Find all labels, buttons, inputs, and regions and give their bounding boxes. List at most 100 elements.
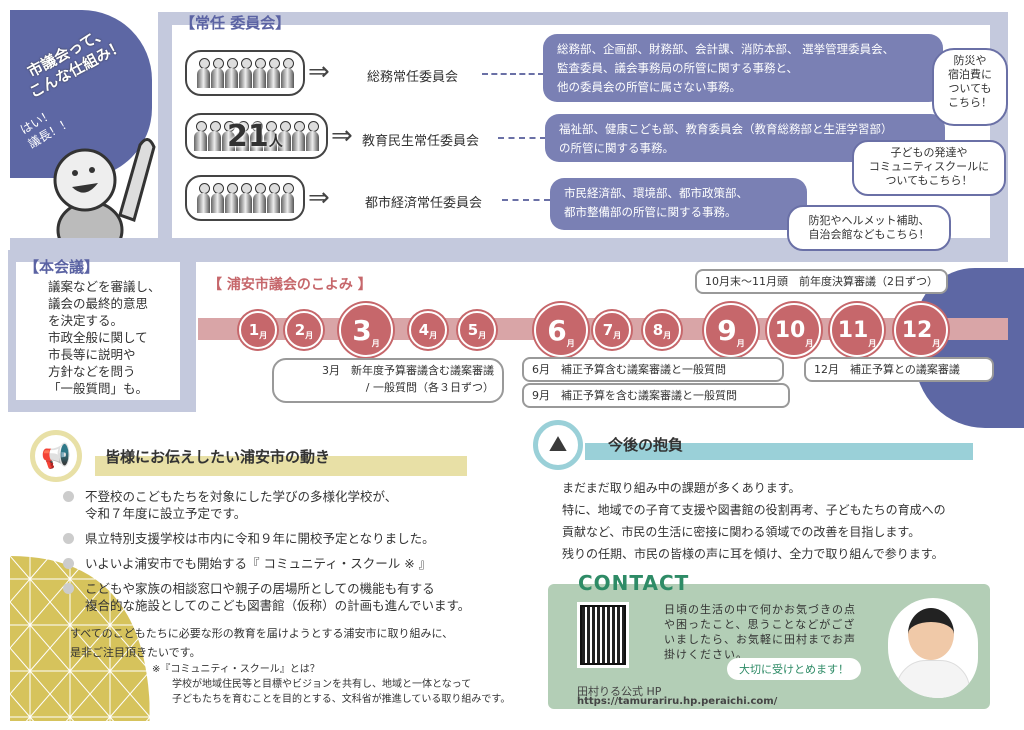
news-item: こどもや家族の相談窓口や親子の居場所としての機能も有する複合的な施設としてのこど… [63, 580, 533, 614]
future-header-band [585, 443, 973, 460]
footnote-line: 学校が地域住民等と目標やビジョンを共有し、地域と一体となって [172, 679, 472, 690]
footnote-line: 子どもたちを育むことを目的とする、文科省が推進している取り組みです。 [172, 694, 511, 705]
news-list: 不登校のこどもたちを対象にした学びの多様化学校が、令和７年度に設立予定です。 県… [63, 488, 533, 622]
month-number: 2 [294, 321, 306, 339]
future-line: 貢献など、市民の生活に密接に関わる領域での改善を目指します。 [562, 525, 921, 539]
hp-label: 田村りる公式 HP [577, 685, 662, 698]
month-suffix: 月 [736, 339, 745, 348]
month-suffix: 月 [613, 331, 622, 340]
month-suffix: 月 [663, 331, 672, 340]
plenary-description: 議案などを審議し、 議会の最終的意思 を決定する。 市政全般に関して 市長等に説… [48, 278, 161, 397]
members-group-icon [185, 175, 305, 221]
footnote: ※『コミュニティ・スクール』とは？ 学校が地域住民等と目標やビジョンを共有し、地… [152, 662, 510, 707]
duty-line: 市民経済部、環境部、都市政策部、 [564, 186, 748, 200]
month-number: 1 [248, 321, 260, 339]
news-header-band [95, 456, 467, 476]
connector-line [498, 137, 546, 139]
month-number: 10 [774, 317, 806, 343]
future-title: 今後の抱負 [608, 436, 684, 454]
month-suffix: 月 [478, 331, 487, 340]
committee-name: 都市経済常任委員会 [365, 196, 483, 211]
speech-bubble: 大切に受けとめます！ [727, 658, 861, 680]
future-line: まだまだ取り組み中の課題が多くあります。 [562, 481, 801, 495]
plenary-title: 【本会議】 [24, 258, 100, 276]
plenary-line: 「一般質問」も。 [48, 381, 149, 396]
plenary-line: 議案などを審議し、 [48, 279, 161, 294]
duty-line: 都市整備部の所管に関する事務。 [564, 205, 737, 219]
news-closing: すべてのこどもたちに必要な形の教育を届けようとする浦安市に取り組みに、 是非ご注… [70, 624, 453, 662]
bullet-icon [63, 491, 74, 502]
note-march: 3月 新年度予算審議含む議案審議 / 一般質問（各３日ずつ） [272, 358, 504, 403]
news-item: 県立特別支援学校は市内に令和９年に開校予定となりました。 [63, 530, 533, 547]
news-line: 複合的な施設としてのこども図書館（仮称）の計画も進んでいます。 [85, 598, 471, 613]
closing-line: 是非ご注目頂きたいです。 [70, 646, 201, 659]
note-line: / 一般質問（各３日ずつ） [365, 381, 494, 394]
member-count-unit: 人 [268, 134, 283, 150]
future-line: 特に、地域での子育て支援や図書館の役割再考、子どもたちの育成への [562, 503, 946, 517]
news-line: 不登校のこどもたちを対象にした学びの多様化学校が、 [85, 489, 398, 504]
bullet-icon [63, 533, 74, 544]
contact-message: 日頃の生活の中で何かお気づきの点や困ったこと、思うことなどがございましたら、お気… [664, 603, 856, 661]
month-suffix: 月 [805, 339, 814, 348]
future-line: 残りの任期、市民の皆様の声に耳を傾け、全力で取り組んで参ります。 [562, 547, 944, 561]
members-group-icon: 21人 [185, 113, 328, 159]
note-line: 防犯やヘルメット補助、 [808, 214, 930, 227]
note-line: 防災や [953, 54, 987, 67]
committee-duties: 総務部、企画部、財務部、会計課、消防本部、 選挙管理委員会、 監査委員、議会事務… [543, 34, 943, 102]
connector-line [482, 73, 544, 75]
handwritten-note: 子どもの発達や コミュニティスクールに ついてもこちら！ [852, 140, 1006, 196]
future-body: まだまだ取り組み中の課題が多くあります。 特に、地域での子育て支援や図書館の役割… [562, 477, 946, 565]
note-line: コミュニティスクールに [868, 160, 990, 173]
month-number: 4 [418, 321, 430, 339]
month-number: 6 [547, 313, 567, 347]
news-item: 不登校のこどもたちを対象にした学びの多様化学校が、令和７年度に設立予定です。 [63, 488, 533, 522]
handwritten-note: 防犯やヘルメット補助、 自治会館などもこちら！ [787, 205, 951, 251]
contact-title: CONTACT [578, 571, 690, 595]
note-line: ついてもこちら！ [885, 174, 973, 187]
qr-code[interactable] [577, 602, 629, 668]
standing-committee-title: 【常任 委員会】 [180, 14, 291, 32]
mountain-flag-icon: ⛰ [533, 420, 583, 470]
note-june: 6月 補正予算含む議案審議と一般質問 [522, 357, 784, 382]
month-suffix: 月 [371, 339, 380, 348]
note-december: 12月 補正予算との議案審議 [804, 357, 994, 382]
handwritten-note: 防災や 宿泊費に ついても こちら！ [932, 48, 1008, 126]
duty-line: 監査委員、議会事務局の所管に関する事務と、 [557, 61, 799, 75]
bullet-icon [63, 558, 74, 569]
month-number: 5 [467, 321, 479, 339]
duty-line: 福祉部、健康こども部、教育委員会（教育総務部と生涯学習部） [559, 122, 893, 136]
arrow-right-icon: ⇒ [308, 57, 330, 87]
hp-link[interactable]: https://tamurariru.hp.peraichi.com/ [577, 696, 778, 707]
closing-line: すべてのこどもたちに必要な形の教育を届けようとする浦安市に取り組みに、 [70, 627, 454, 640]
plenary-line: 方針などを問う [48, 364, 136, 379]
councillor-photo [888, 598, 978, 698]
asanoha-pattern [10, 556, 150, 721]
month-suffix: 月 [305, 331, 314, 340]
month-suffix: 月 [429, 331, 438, 340]
note-line: 宿泊費に [948, 68, 992, 81]
members-group-icon [185, 50, 305, 96]
note-line: こちら！ [948, 96, 992, 109]
note-line: 自治会館などもこちら！ [808, 228, 930, 241]
bullet-icon [63, 583, 74, 594]
note-line: 子どもの発達や [890, 146, 968, 159]
member-count-value: 21 [227, 119, 269, 154]
committee-name: 総務常任委員会 [367, 70, 459, 85]
note-september: 9月 補正予算を含む議案審議と一般質問 [522, 383, 790, 408]
calendar-title: 【 浦安市議会のこよみ 】 [208, 277, 372, 293]
news-line: 令和７年度に設立予定です。 [85, 506, 247, 521]
month-number: 11 [837, 317, 869, 343]
footnote-line: ※『コミュニティ・スクール』とは？ [152, 664, 320, 675]
arrow-right-icon: ⇒ [331, 121, 353, 151]
news-line: いよいよ浦安市でも開始する『 コミュニティ・スクール ※ 』 [85, 556, 432, 571]
